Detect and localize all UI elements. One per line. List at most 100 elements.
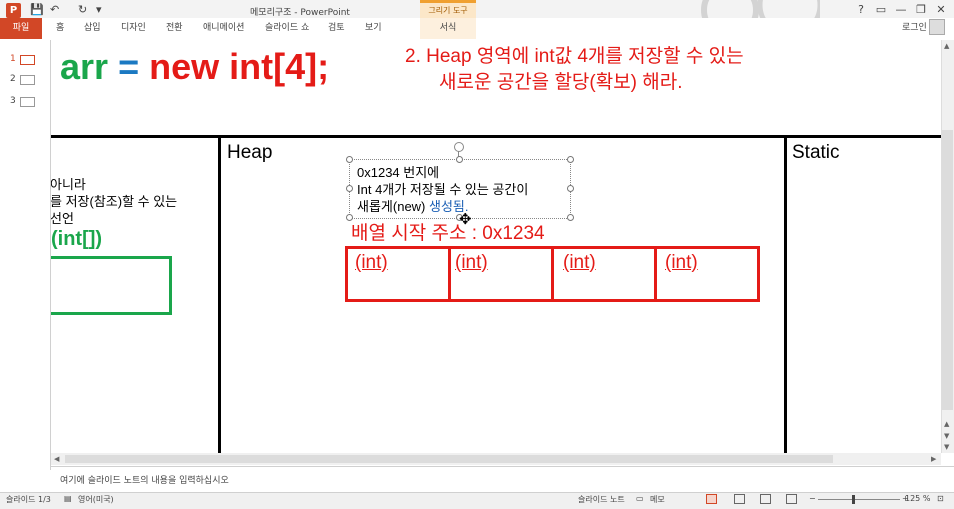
stack-text-line: 를 저장(참조)할 수 있는	[51, 194, 178, 209]
stack-variable-box[interactable]	[51, 256, 172, 315]
spellcheck-icon[interactable]: ▤	[64, 494, 72, 503]
array-cell-divider	[448, 246, 451, 302]
comments-button[interactable]: 메모	[650, 495, 665, 504]
resize-handle[interactable]	[346, 214, 353, 221]
restore-button[interactable]: ❐	[916, 3, 926, 16]
horizontal-scroll-thumb[interactable]	[65, 455, 833, 463]
slide-thumbnail-pane	[0, 40, 51, 470]
heap-allocation-note[interactable]: 2. Heap 영역에 int값 4개를 저장할 수 있는 새로운 공간을 할당…	[405, 44, 744, 96]
scroll-up-icon[interactable]: ▲	[944, 420, 950, 428]
static-label: Static	[792, 142, 840, 163]
zoom-out-button[interactable]: −	[809, 494, 816, 503]
resize-handle[interactable]	[346, 185, 353, 192]
minimize-button[interactable]: —	[895, 3, 907, 16]
scroll-right-icon[interactable]: ▶	[931, 455, 937, 463]
thumbnail-number: 2	[10, 74, 16, 84]
slideshow-view-icon[interactable]	[786, 494, 797, 504]
powerpoint-icon[interactable]: P	[6, 3, 21, 18]
help-icon[interactable]: ?	[858, 3, 864, 16]
fit-to-window-icon[interactable]: ⊡	[937, 494, 944, 503]
vertical-scroll-thumb[interactable]	[942, 130, 953, 410]
resize-handle[interactable]	[346, 156, 353, 163]
array-cell-label: (int)	[355, 252, 388, 273]
title-bar	[0, 0, 954, 22]
stack-text-line: 선언	[51, 211, 74, 226]
notes-placeholder[interactable]: 여기에 슬라이드 노트의 내용을 입력하십시오	[60, 476, 229, 486]
tab-file[interactable]: 파일	[0, 18, 42, 39]
tab-review[interactable]: 검토	[328, 23, 345, 33]
slide-sorter-icon[interactable]	[734, 494, 745, 504]
tab-transitions[interactable]: 전환	[166, 23, 183, 33]
array-cell-divider	[551, 246, 554, 302]
resize-handle[interactable]	[456, 214, 463, 221]
redo-icon[interactable]: ↻	[78, 3, 88, 16]
code-variable: arr	[60, 46, 109, 87]
rotation-stem	[458, 150, 459, 159]
code-new-expression: new int[4];	[149, 46, 330, 87]
zoom-slider-handle[interactable]	[852, 495, 855, 504]
tab-view[interactable]: 보기	[365, 23, 382, 33]
array-cell-label: (int)	[563, 252, 596, 273]
stack-description[interactable]: 아니라 를 저장(참조)할 수 있는 선언	[51, 176, 177, 227]
drawing-tools-context-label: 그리기 도구	[420, 0, 476, 22]
scroll-up-icon[interactable]: ▲	[944, 42, 950, 50]
zoom-level[interactable]: 125 %	[905, 494, 931, 503]
tab-insert[interactable]: 삽입	[84, 23, 101, 33]
reading-view-icon[interactable]	[760, 494, 771, 504]
next-slide-icon[interactable]: ▼	[944, 443, 950, 451]
array-cell-divider	[654, 246, 657, 302]
tab-animations[interactable]: 애니메이션	[203, 23, 245, 33]
code-statement[interactable]: arr = new int[4];	[60, 46, 329, 88]
note-line-1: 2. Heap 영역에 int값 4개를 저장할 수 있는	[405, 46, 744, 67]
thumbnail-preview[interactable]	[20, 97, 35, 107]
scroll-left-icon[interactable]: ◀	[54, 455, 60, 463]
heap-label: Heap	[227, 142, 273, 163]
close-button[interactable]: ✕	[936, 3, 946, 16]
tab-slideshow[interactable]: 슬라이드 쇼	[265, 23, 310, 33]
region-divider-horizontal	[51, 135, 941, 138]
move-cursor-icon: ✥	[459, 210, 472, 228]
thumbnail-preview[interactable]	[20, 55, 35, 65]
resize-handle[interactable]	[567, 156, 574, 163]
comments-icon[interactable]: ▭	[636, 494, 644, 503]
textbox-line: 새롭게(new) 생성됨.	[357, 198, 528, 215]
notes-toggle-button[interactable]: 슬라이드 노트	[578, 495, 625, 504]
resize-handle[interactable]	[456, 156, 463, 163]
thumbnail-number: 1	[10, 54, 16, 64]
notes-pane[interactable]	[51, 466, 954, 493]
thumbnail-number: 3	[10, 96, 16, 106]
textbox-content[interactable]: 0x1234 번지에 Int 4개가 저장될 수 있는 공간이 새롭게(new)…	[357, 164, 528, 215]
stack-text-line: 아니라	[51, 177, 86, 192]
slide-canvas[interactable]: arr = new int[4]; 2. Heap 영역에 int값 4개를 저…	[51, 40, 941, 453]
array-cell-label: (int)	[455, 252, 488, 273]
textbox-line: 0x1234 번지에	[357, 165, 440, 180]
save-icon[interactable]: 💾	[30, 3, 44, 16]
slide-counter[interactable]: 슬라이드 1/3	[6, 495, 51, 504]
resize-handle[interactable]	[567, 214, 574, 221]
ribbon-display-options-icon[interactable]: ▭	[875, 3, 887, 16]
window-title: 메모리구조 - PowerPoint	[250, 8, 350, 18]
region-divider-stack-heap	[218, 137, 221, 453]
code-assign-operator: =	[118, 46, 140, 87]
zoom-slider[interactable]	[818, 499, 900, 500]
array-start-address: 배열 시작 주소 : 0x1234	[351, 223, 545, 244]
language-indicator[interactable]: 영어(미국)	[78, 495, 114, 504]
undo-icon[interactable]: ↶	[50, 3, 60, 16]
normal-view-icon[interactable]	[706, 494, 717, 504]
sign-in-link[interactable]: 로그인	[902, 23, 927, 33]
textbox-line-text: 새롭게(new)	[357, 199, 429, 214]
tab-design[interactable]: 디자인	[121, 23, 146, 33]
resize-handle[interactable]	[567, 185, 574, 192]
zoom-in-button[interactable]: +	[902, 494, 909, 503]
avatar[interactable]	[929, 19, 945, 35]
scroll-down-icon[interactable]: ▼	[944, 432, 950, 440]
tab-home[interactable]: 홈	[56, 23, 65, 33]
rotate-handle[interactable]	[454, 142, 464, 152]
textbox-line-highlight: 생성됨.	[429, 199, 469, 214]
thumbnail-preview[interactable]	[20, 75, 35, 85]
array-cell-label: (int)	[665, 252, 698, 273]
region-divider-heap-static	[784, 137, 787, 453]
stack-variable-type: (int[])	[51, 228, 103, 250]
customize-quick-access-icon[interactable]: ▾	[96, 3, 102, 16]
tab-format[interactable]: 서식	[420, 18, 476, 39]
